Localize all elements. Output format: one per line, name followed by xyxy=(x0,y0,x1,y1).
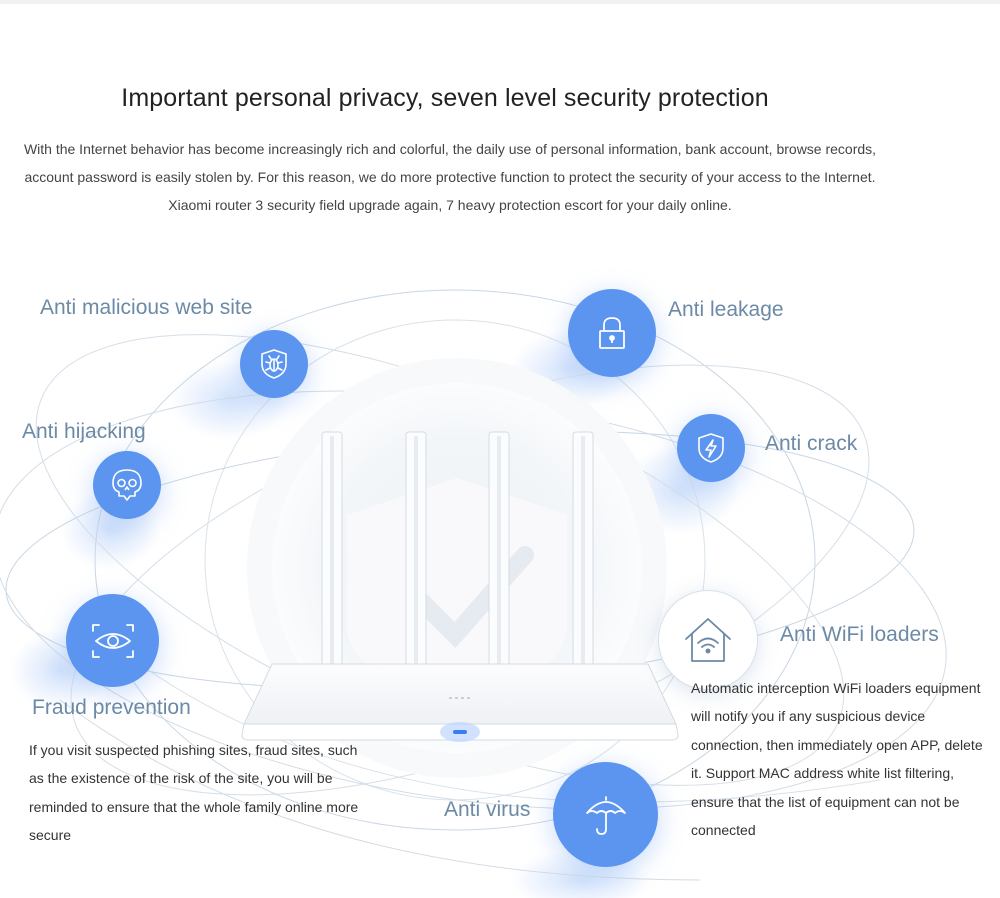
router-illustration xyxy=(0,289,947,898)
page-title: Important personal privacy, seven level … xyxy=(121,84,769,112)
anti-wifi-loaders-description: Automatic interception WiFi loaders equi… xyxy=(691,680,983,839)
eye-scan-icon xyxy=(66,594,159,687)
fraud-prevention-label: Fraud prevention xyxy=(32,696,191,719)
anti-wifi-loaders-label: Anti WiFi loaders xyxy=(780,623,939,646)
skull-icon xyxy=(93,451,161,519)
shield-bug-icon xyxy=(240,330,308,398)
shield-bolt-icon xyxy=(677,414,745,482)
fraud-prevention-description: If you visit suspected phishing sites, f… xyxy=(29,742,359,844)
padlock-icon xyxy=(568,289,656,377)
house-wifi-icon xyxy=(658,590,758,690)
umbrella-icon xyxy=(553,762,658,867)
anti-leakage-label: Anti leakage xyxy=(668,298,784,321)
intro-paragraph: With the Internet behavior has become in… xyxy=(23,141,877,213)
anti-malicious-web-site-label: Anti malicious web site xyxy=(40,296,253,319)
anti-hijacking-label: Anti hijacking xyxy=(22,420,146,443)
anti-virus-label: Anti virus xyxy=(444,798,531,821)
anti-crack-label: Anti crack xyxy=(765,432,858,455)
top-divider xyxy=(0,0,1000,4)
